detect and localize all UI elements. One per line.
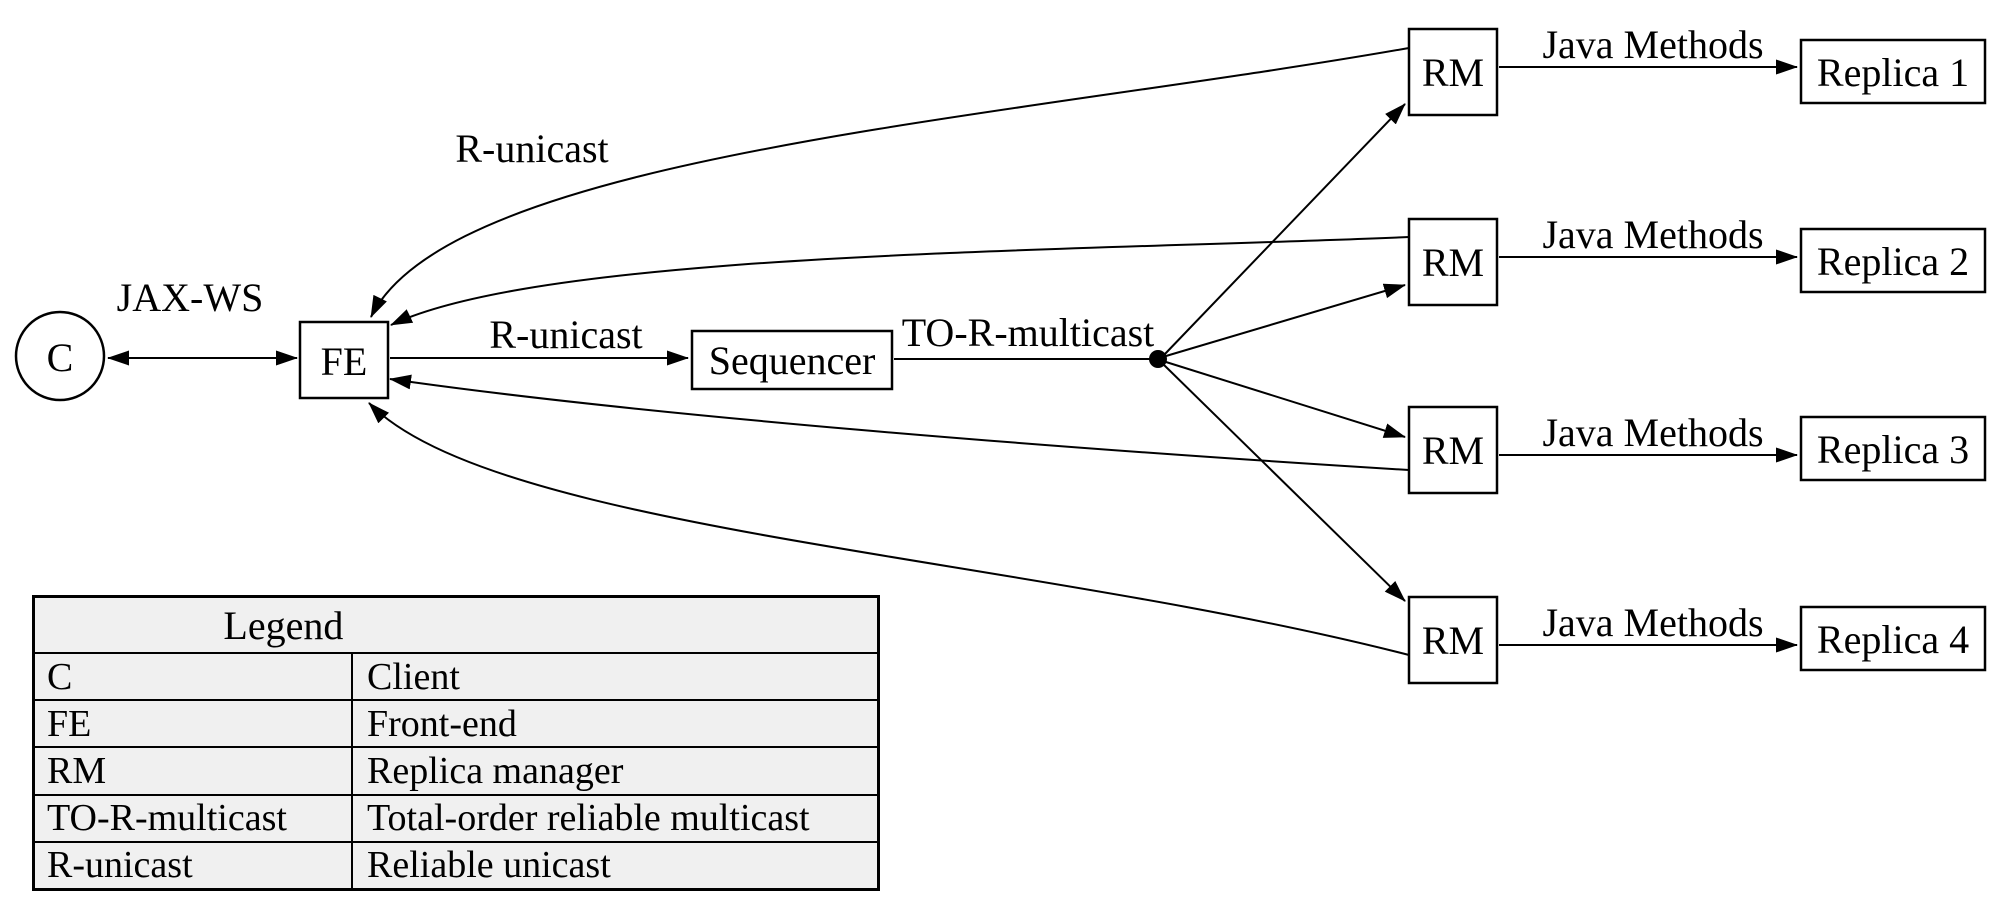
replica4-label: Replica 4: [1817, 617, 1969, 662]
edge-multicast-rm1: [1163, 103, 1406, 356]
legend-row-frontend: FE Front-end: [35, 701, 877, 749]
jaxws-edge-label: JAX-WS: [117, 275, 264, 320]
legend-row-rm: RM Replica manager: [35, 748, 877, 796]
edge-rm1-frontend-return: [370, 47, 1410, 318]
replica3-label: Replica 3: [1817, 427, 1969, 472]
legend-term: TO-R-multicast: [35, 795, 353, 841]
java-methods-label-1: Java Methods: [1542, 22, 1763, 67]
rm3-label: RM: [1422, 428, 1484, 473]
rm2-node: [1407, 217, 1499, 307]
client-node: [14, 310, 106, 402]
edge-multicast-rm4: [1162, 363, 1406, 602]
rm4-label: RM: [1422, 618, 1484, 663]
legend-definition: Replica manager: [367, 750, 624, 792]
legend-definition: Reliable unicast: [367, 844, 611, 887]
java-methods-label-2: Java Methods: [1542, 212, 1763, 257]
frontend-label: FE: [321, 339, 368, 384]
legend-term: R-unicast: [35, 842, 353, 889]
replica3-node: [1799, 415, 1987, 482]
legend-title: Legend: [223, 602, 344, 648]
rm4-node: [1407, 595, 1499, 685]
runicast-return-edge-label: R-unicast: [455, 126, 608, 171]
rm2-label: RM: [1422, 240, 1484, 285]
legend-header-row: Legend: [35, 598, 877, 654]
rm1-node: [1407, 27, 1499, 117]
legend-row-tor-multicast: TO-R-multicast Total-order reliable mult…: [35, 795, 877, 843]
java-methods-label-4: Java Methods: [1542, 600, 1763, 645]
legend-table: Legend C Client FE Front-end RM Replica …: [32, 595, 880, 891]
legend-row-runicast: R-unicast Reliable unicast: [35, 842, 877, 889]
legend-term: C: [35, 654, 353, 700]
edge-multicast-rm3: [1165, 361, 1406, 438]
runicast-forward-edge-label: R-unicast: [489, 312, 642, 357]
sequencer-label: Sequencer: [709, 338, 876, 383]
edge-rm4-frontend-return: [368, 402, 1410, 656]
sequencer-node: [690, 329, 894, 391]
replica1-node: [1799, 38, 1987, 105]
rm1-label: RM: [1422, 50, 1484, 95]
legend-definition: Total-order reliable multicast: [367, 797, 810, 840]
edge-multicast-rm2: [1165, 283, 1406, 357]
rm3-node: [1407, 405, 1499, 495]
legend-term: RM: [35, 748, 353, 794]
replica1-label: Replica 1: [1817, 50, 1969, 95]
replica2-node: [1799, 227, 1987, 294]
edge-rm3-frontend-return: [389, 374, 1410, 471]
legend-definition: Client: [367, 655, 460, 698]
client-label: C: [47, 335, 74, 380]
replica4-node: [1799, 605, 1987, 672]
edge-rm2-frontend-return: [390, 236, 1410, 326]
tor-multicast-edge-label: TO-R-multicast: [902, 310, 1155, 355]
java-methods-label-3: Java Methods: [1542, 410, 1763, 455]
frontend-node: [298, 320, 390, 400]
legend-definition: Front-end: [367, 702, 517, 745]
legend-term: FE: [35, 701, 353, 747]
multicast-point-dot: [1149, 350, 1167, 368]
legend-row-client: C Client: [35, 654, 877, 702]
replica2-label: Replica 2: [1817, 239, 1969, 284]
